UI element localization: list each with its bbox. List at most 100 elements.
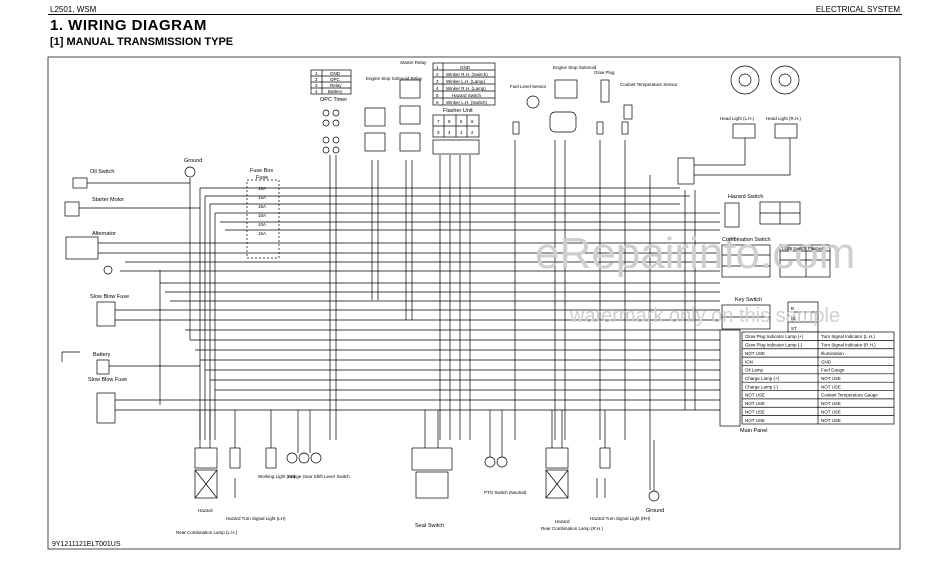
oil-switch bbox=[72, 177, 190, 189]
label-hazard-turn-rh: Hazard Turn Signal Light (RH) bbox=[590, 516, 651, 521]
main-panel-cell: NOT USE bbox=[745, 393, 765, 398]
main-panel-cell: Glow Plug Indicator Lamp (-) bbox=[745, 343, 803, 348]
watermark-main: eRepairinfo.com bbox=[535, 229, 855, 278]
label-rear-combo-rh: Rear Combination Lamp (R.H.) bbox=[541, 526, 604, 531]
ground-bottom bbox=[648, 440, 660, 502]
main-panel-cell: NOT USE bbox=[821, 418, 841, 423]
svg-text:5: 5 bbox=[436, 93, 439, 98]
flasher-table: 1 GND 2 Winker R.H. (Switch) 3 Winker L.… bbox=[436, 65, 488, 105]
fuse-box bbox=[246, 179, 280, 259]
head-light-lh bbox=[730, 65, 760, 139]
label-battery: Battery bbox=[93, 352, 111, 358]
svg-text:6: 6 bbox=[436, 100, 439, 105]
svg-text:Battery: Battery bbox=[328, 89, 343, 94]
header-section: ELECTRICAL SYSTEM bbox=[815, 5, 900, 14]
svg-text:2: 2 bbox=[471, 130, 474, 135]
fuel-level-sensor bbox=[512, 95, 540, 135]
fuse-ratings: 15A 15A 15A 10A 10A 15A bbox=[258, 186, 266, 236]
svg-text:15A: 15A bbox=[258, 186, 266, 191]
label-coolant-temp: Coolant Temperature Sensor bbox=[620, 82, 678, 87]
label-key-switch: Key Switch bbox=[735, 297, 762, 303]
main-panel-cell: Charge Lamp (+) bbox=[745, 376, 780, 381]
svg-text:4: 4 bbox=[315, 89, 318, 94]
main-panel-cell: NOT USE bbox=[821, 409, 841, 414]
rear-combination-lamp-rh bbox=[545, 447, 569, 499]
key-row-st: ST bbox=[791, 326, 797, 331]
label-hazard-rh: Hazard bbox=[555, 519, 570, 524]
starter-motor bbox=[64, 201, 200, 217]
main-panel-cell: NOT USE bbox=[821, 384, 841, 389]
key-row-b: B bbox=[791, 306, 794, 311]
svg-text:7: 7 bbox=[437, 119, 440, 124]
svg-text:2: 2 bbox=[436, 72, 439, 77]
label-starter-motor: Starter Motor bbox=[92, 197, 124, 203]
battery bbox=[61, 351, 200, 375]
opc-table: 1 GND 2 OPC 3 Relay 4 Battery bbox=[315, 71, 343, 94]
svg-text:15A: 15A bbox=[258, 231, 266, 236]
main-panel-cell: NOT USE bbox=[745, 401, 765, 406]
main-panel-cell: Glow Plug Indicator Lamp (+) bbox=[745, 334, 804, 339]
hazard-turn-signal-rh bbox=[596, 447, 611, 498]
svg-text:4: 4 bbox=[436, 86, 439, 91]
svg-text:4: 4 bbox=[448, 130, 451, 135]
label-combination-switch: Combination Switch bbox=[722, 237, 771, 243]
label-flasher-unit: Flasher Unit bbox=[443, 108, 473, 114]
ground-top bbox=[184, 166, 196, 178]
svg-text:Winker L.H. (Switch): Winker L.H. (Switch) bbox=[446, 100, 488, 105]
pto-switch bbox=[484, 456, 508, 468]
wire-bottom-links bbox=[199, 410, 606, 457]
range-gear-switch bbox=[286, 452, 322, 464]
label-starter-relay: Starter Relay bbox=[400, 60, 427, 65]
main-panel-cell: Fuel Gauge bbox=[821, 368, 845, 373]
label-rear-combo-lh: Rear Combination Lamp (L.H.) bbox=[176, 530, 238, 535]
svg-text:Winker R.H. (Switch): Winker R.H. (Switch) bbox=[446, 72, 488, 77]
svg-text:3: 3 bbox=[436, 79, 439, 84]
main-panel-cell: Oil Lamp bbox=[745, 368, 764, 373]
label-opc-timer: OPC Timer bbox=[320, 97, 347, 103]
svg-text:15A: 15A bbox=[258, 195, 266, 200]
main-panel-cell: NOT USE bbox=[745, 409, 765, 414]
label-hazard-switch: Hazard Switch bbox=[728, 194, 763, 200]
starter-relay bbox=[399, 79, 421, 152]
label-ground-bottom: Ground bbox=[646, 508, 664, 514]
hazard-turn-signal-lh bbox=[229, 447, 241, 498]
main-panel-cell: NOT USE bbox=[821, 401, 841, 406]
slow-blow-fuse-2 bbox=[96, 392, 225, 424]
label-head-light-rh: Head Light (R.H.) bbox=[766, 116, 802, 121]
watermark-sub: watermark only on this sample bbox=[569, 305, 840, 327]
label-slow-blow-fuse-2: Slow Blow Fuse bbox=[88, 377, 127, 383]
main-panel bbox=[719, 329, 895, 427]
main-panel-cell: Turn Signal Indicator (L.H.) bbox=[821, 334, 875, 339]
wire-verticals bbox=[159, 140, 696, 490]
svg-text:3: 3 bbox=[437, 130, 440, 135]
alternator bbox=[65, 236, 135, 275]
flasher-unit-connector bbox=[432, 114, 480, 155]
working-light bbox=[265, 447, 277, 469]
svg-text:3: 3 bbox=[315, 83, 318, 88]
combination-switch bbox=[721, 244, 831, 278]
svg-text:2: 2 bbox=[315, 77, 318, 82]
main-panel-cell: IGN bbox=[745, 359, 753, 364]
label-slow-blow-fuse-1: Slow Blow Fuse bbox=[90, 294, 129, 300]
svg-text:8: 8 bbox=[448, 119, 451, 124]
slow-blow-fuse-1 bbox=[96, 301, 180, 327]
svg-text:10A: 10A bbox=[258, 222, 266, 227]
engine-stop-relay bbox=[364, 107, 386, 152]
header-model: L2501, WSM bbox=[50, 5, 97, 14]
label-working-light: Working Light (LH) bbox=[258, 474, 296, 479]
svg-text:5: 5 bbox=[460, 119, 463, 124]
flasher-pins: 7 8 5 6 3 4 1 2 bbox=[437, 119, 474, 135]
headlight-connector bbox=[677, 138, 791, 185]
svg-text:Winker R.H. (Lamp): Winker R.H. (Lamp) bbox=[446, 86, 486, 91]
label-alternator: Alternator bbox=[92, 231, 116, 237]
svg-text:6: 6 bbox=[471, 119, 474, 124]
label-seat-switch: Seat Switch bbox=[415, 523, 444, 529]
combo-header-flasher: Flasher bbox=[808, 246, 824, 251]
label-main-panel: Main Panel bbox=[740, 428, 768, 434]
svg-text:1: 1 bbox=[436, 65, 439, 70]
opc-timer bbox=[310, 69, 352, 154]
label-fuse-box: Fuse Box bbox=[250, 168, 273, 174]
svg-text:10A: 10A bbox=[258, 213, 266, 218]
label-hazard-lh: Hazard bbox=[198, 508, 213, 513]
main-panel-cell: Illumination bbox=[821, 351, 844, 356]
